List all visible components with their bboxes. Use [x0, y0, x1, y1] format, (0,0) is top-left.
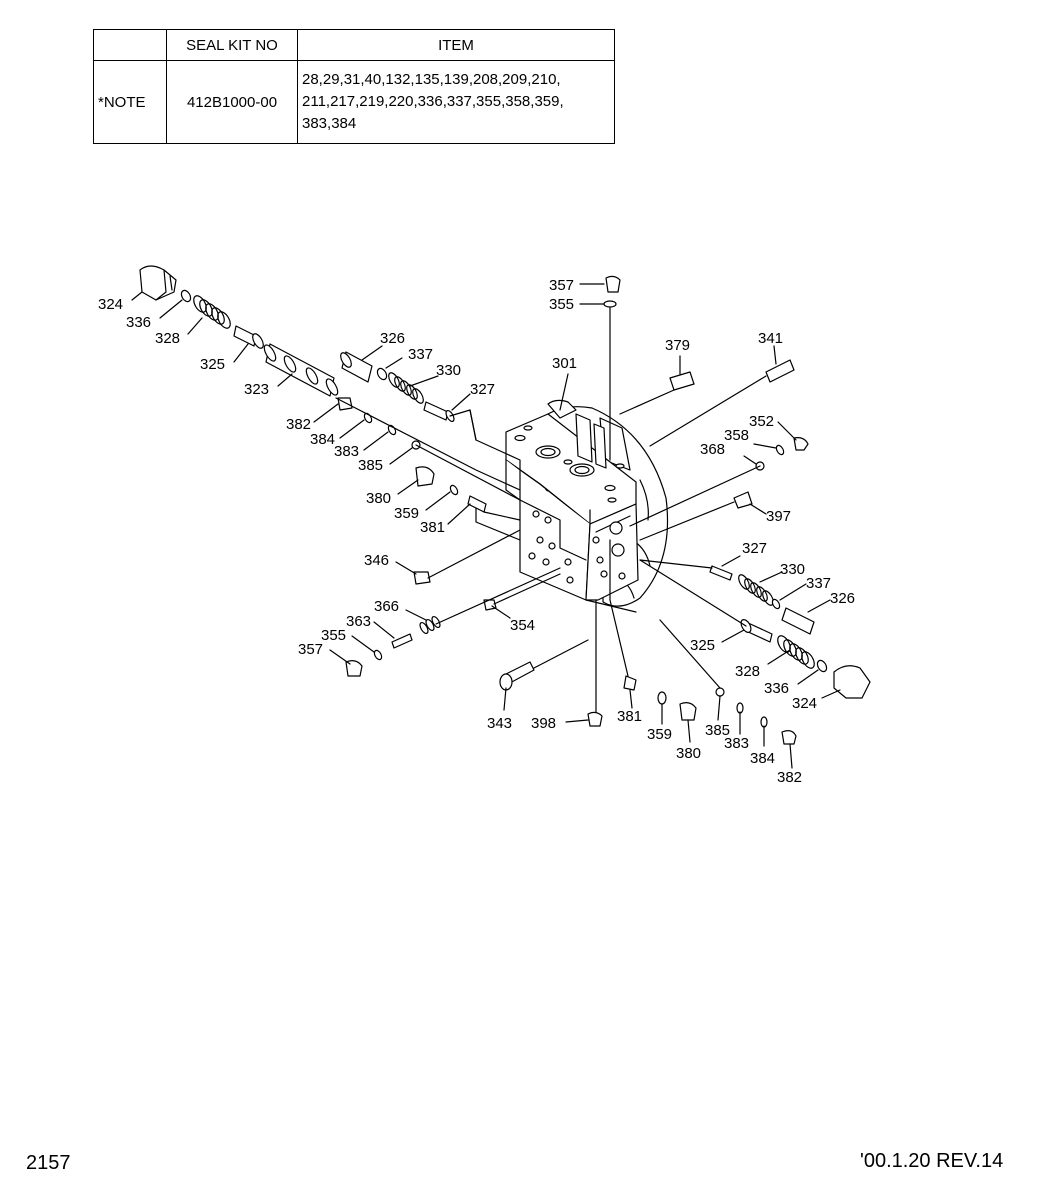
part-label-359: 359 [394, 505, 419, 522]
part-label-326: 326 [380, 330, 405, 347]
part-label-381: 381 [420, 519, 445, 536]
part-label-328-right: 328 [735, 663, 760, 680]
valve-block-301 [469, 399, 669, 607]
leader-lines [335, 307, 767, 713]
part-label-336-right: 336 [764, 680, 789, 697]
page-number: 2157 [26, 1152, 71, 1174]
part-label-341: 341 [758, 330, 783, 347]
seal-table-item-line: 383,384 [302, 115, 357, 132]
right-spool-assembly [587, 275, 871, 745]
part-label-382-bottom: 382 [777, 769, 802, 786]
part-label-324: 324 [98, 296, 123, 313]
part-label-358: 358 [724, 427, 749, 444]
part-label-357-top: 357 [549, 277, 574, 294]
part-label-337: 337 [408, 346, 433, 363]
part-label-328: 328 [155, 330, 180, 347]
part-label-327: 327 [470, 381, 495, 398]
part-label-384: 384 [310, 431, 335, 448]
part-label-379: 379 [665, 337, 690, 354]
part-label-346: 346 [364, 552, 389, 569]
part-label-327-right: 327 [742, 540, 767, 557]
part-label-337-right: 337 [806, 575, 831, 592]
part-label-352: 352 [749, 413, 774, 430]
part-label-336: 336 [126, 314, 151, 331]
part-label-325: 325 [200, 356, 225, 373]
callout-leaders [131, 283, 841, 769]
part-label-301: 301 [552, 355, 577, 372]
part-label-366: 366 [374, 598, 399, 615]
seal-table-item-line: 28,29,31,40,132,135,139,208,209,210, [302, 71, 561, 88]
part-label-385: 385 [358, 457, 383, 474]
part-label-368: 368 [700, 441, 725, 458]
part-label-383: 383 [334, 443, 359, 460]
seal-table-note-label: *NOTE [93, 60, 167, 144]
part-label-324-right: 324 [792, 695, 817, 712]
part-callout-labels: 324 336 328 325 323 326 337 330 327 382 … [98, 277, 855, 786]
part-label-354: 354 [510, 617, 535, 634]
part-label-381-bottom: 381 [617, 708, 642, 725]
part-label-325-right: 325 [690, 637, 715, 654]
part-label-326-right: 326 [830, 590, 855, 607]
seal-table-row: *NOTE 412B1000-00 28,29,31,40,132,135,13… [93, 60, 615, 144]
part-label-359-bottom: 359 [647, 726, 672, 743]
seal-table-item-list: 28,29,31,40,132,135,139,208,209,210, 211… [297, 60, 615, 144]
part-label-323: 323 [244, 381, 269, 398]
part-label-383-bottom: 383 [724, 735, 749, 752]
part-label-380-bottom: 380 [676, 745, 701, 762]
seal-kit-table: SEAL KIT NO ITEM *NOTE 412B1000-00 28,29… [93, 29, 615, 144]
part-label-355: 355 [321, 627, 346, 644]
part-label-398: 398 [531, 715, 556, 732]
part-label-357: 357 [298, 641, 323, 658]
part-label-343: 343 [487, 715, 512, 732]
part-label-380: 380 [366, 490, 391, 507]
part-label-382: 382 [286, 416, 311, 433]
part-label-384-bottom: 384 [750, 750, 775, 767]
part-label-363: 363 [346, 613, 371, 630]
part-label-330-right: 330 [780, 561, 805, 578]
revision-date: '00.1.20 REV.14 [860, 1150, 1004, 1172]
part-label-397: 397 [766, 508, 791, 525]
part-label-330: 330 [436, 362, 461, 379]
left-spool-assembly [139, 265, 535, 691]
seal-table-item-line: 211,217,219,220,336,337,355,358,359, [302, 93, 564, 110]
part-label-385-bottom: 385 [705, 722, 730, 739]
part-label-355-top: 355 [549, 296, 574, 313]
